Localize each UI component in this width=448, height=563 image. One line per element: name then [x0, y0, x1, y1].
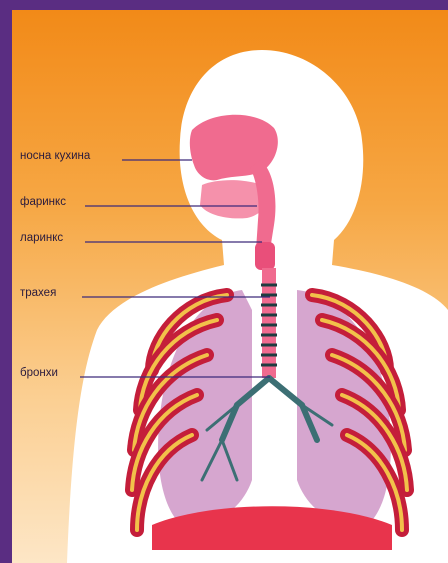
respiratory-system-illustration — [12, 10, 448, 563]
diagram-panel: носна кухина фаринкс ларинкс трахея брон… — [12, 10, 448, 563]
label-bronchi: бронхи — [20, 367, 58, 379]
label-pharynx: фаринкс — [20, 196, 66, 208]
label-nasal-cavity: носна кухина — [20, 150, 90, 162]
label-larynx: ларинкс — [20, 232, 63, 244]
larynx-shape — [255, 242, 275, 270]
label-trachea: трахея — [20, 287, 56, 299]
